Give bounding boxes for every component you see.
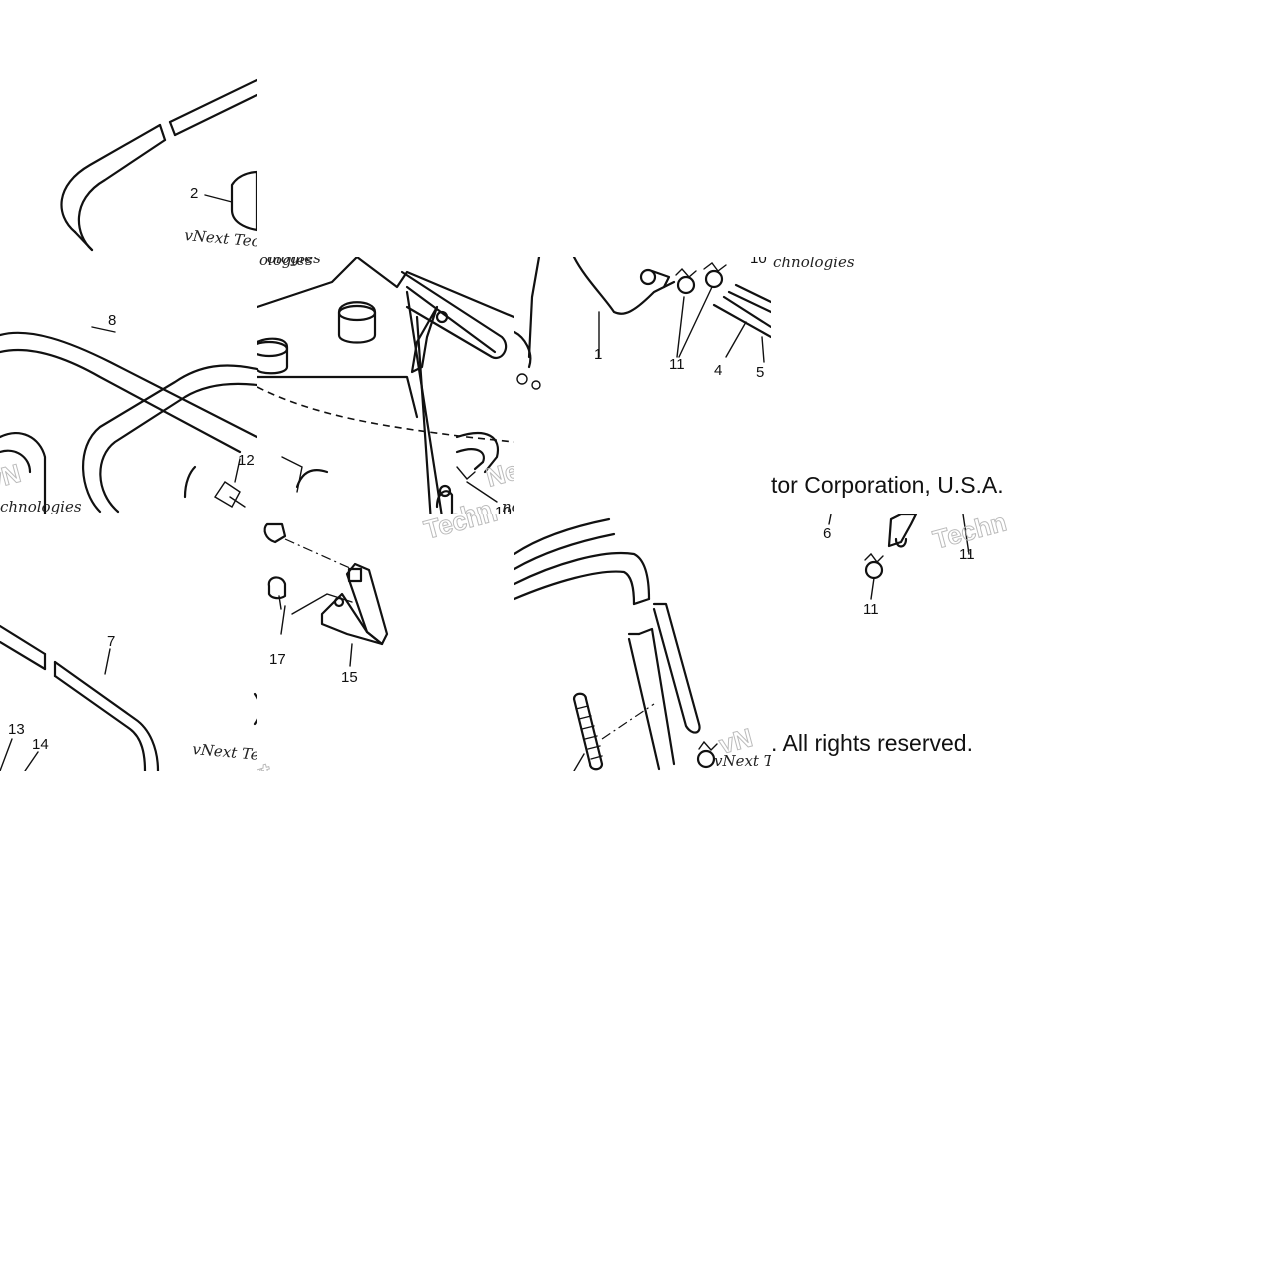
callout-10-left: 10 bbox=[495, 504, 512, 514]
watermark-serif-3: vNext Te bbox=[714, 752, 771, 770]
watermark-tech-fragment-4: chnologies bbox=[773, 257, 855, 271]
watermark-outline-vN: vN bbox=[0, 458, 24, 496]
diagram-tile-vent-hoses: 8 12 vN chnologies bbox=[0, 257, 257, 514]
callout-12: 12 bbox=[238, 452, 255, 469]
diagram-tile-hose-loop-top: 2 vNext Tec bbox=[0, 0, 257, 257]
watermark-tech-fragment: chnologies bbox=[0, 498, 82, 514]
watermark-serif: vNext Tec bbox=[184, 226, 257, 251]
callout-10-right: 10 bbox=[750, 257, 767, 267]
callout-7: 7 bbox=[107, 633, 115, 650]
callout-5: 5 bbox=[756, 364, 764, 381]
callout-11-right: 11 bbox=[959, 546, 975, 563]
callout-6: 6 bbox=[823, 525, 831, 542]
diagram-tile-fuel-tank: 10 ologies Next nologies Techn bbox=[257, 257, 514, 514]
watermark-outline-techn-2: Techn bbox=[421, 514, 501, 545]
callout-14: 14 bbox=[32, 736, 49, 753]
callout-2: 2 bbox=[190, 185, 198, 202]
watermark-tech-fragment-3: nologies bbox=[502, 498, 514, 514]
watermark-serif-2: vNext Te bbox=[192, 740, 257, 764]
copyright-corporation: tor Corporation, U.S.A. bbox=[771, 472, 1004, 498]
callout-13: 13 bbox=[8, 721, 25, 738]
callout-8: 8 bbox=[108, 312, 116, 329]
callout-17: 17 bbox=[269, 651, 286, 668]
callout-4: 4 bbox=[714, 362, 722, 379]
callout-11-top: 11 bbox=[669, 356, 685, 373]
diagram-tile-return-hose: vNext Te vN bbox=[514, 514, 771, 771]
watermark-top-right: chnologies bbox=[773, 257, 855, 271]
watermark-tech-fragment-2: ologies bbox=[267, 257, 321, 267]
diagram-tile-clamps: 11 4 5 1 10 bbox=[514, 257, 771, 514]
watermark-top-center: ologies bbox=[259, 257, 313, 269]
watermark-outline-next-2: Next bbox=[257, 756, 275, 771]
callout-11-bottom: 11 bbox=[863, 601, 879, 618]
watermark-outline-techn-1: Techn bbox=[416, 494, 496, 514]
diagram-tile-bracket: 17 15 Next Techn bbox=[257, 514, 514, 771]
diagram-tile-small-parts: 6 11 11 Techn bbox=[771, 514, 1028, 771]
watermark-outline-ologies: ologies bbox=[259, 257, 313, 269]
callout-1: 1 bbox=[594, 346, 602, 363]
diagram-tile-lower-hose: 7 13 14 vNext Te bbox=[0, 514, 257, 771]
callout-15: 15 bbox=[341, 669, 358, 686]
copyright-rights: . All rights reserved. bbox=[771, 730, 973, 756]
